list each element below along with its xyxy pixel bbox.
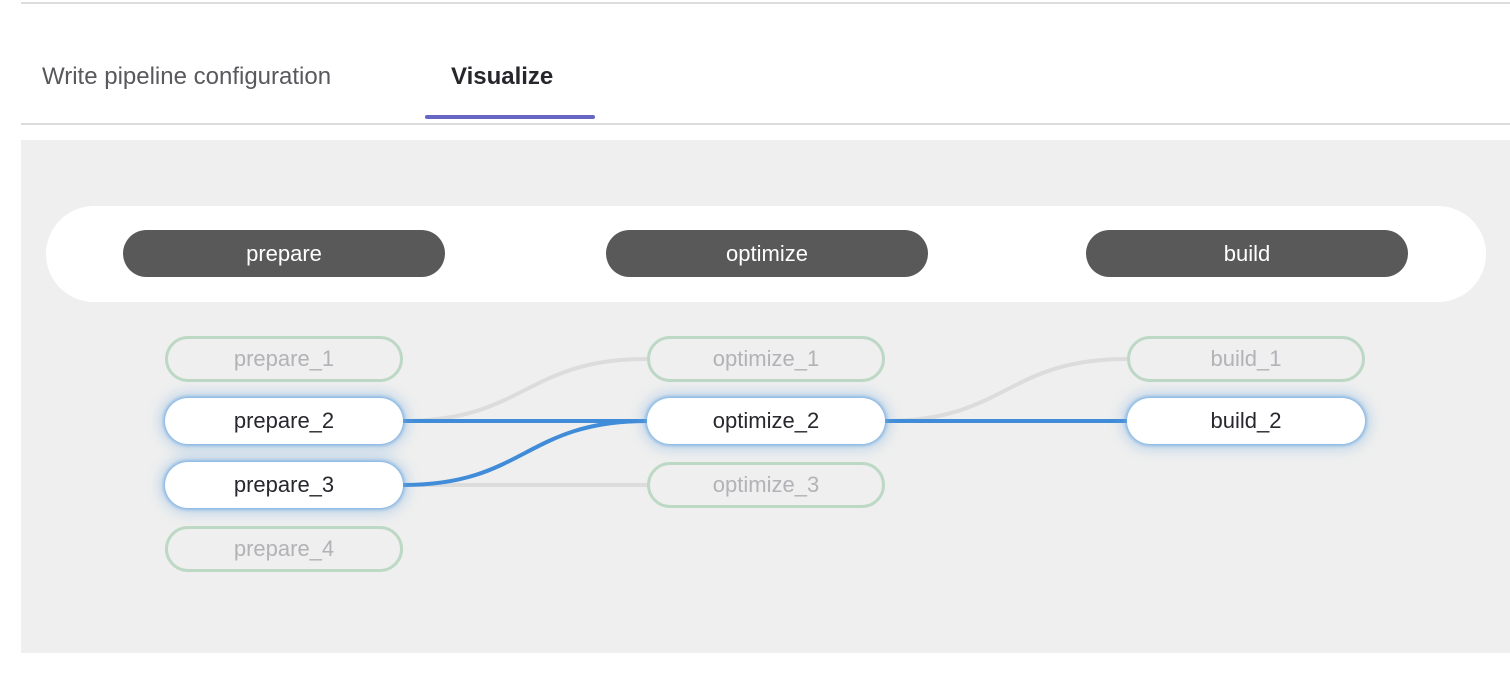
tabs-divider (21, 123, 1510, 125)
link-prepare_2-to-optimize_1 (402, 357, 648, 423)
stage-pill-prepare: prepare (123, 230, 445, 277)
stage-pill-build: build (1086, 230, 1408, 277)
job-pill-optimize_2[interactable]: optimize_2 (647, 398, 885, 444)
job-pill-prepare_3[interactable]: prepare_3 (165, 462, 403, 508)
top-divider (21, 2, 1510, 4)
tab-visualize[interactable]: Visualize (451, 63, 554, 90)
stage-pill-optimize: optimize (606, 230, 928, 277)
job-links-layer (402, 357, 1128, 487)
job-pill-build_2[interactable]: build_2 (1127, 398, 1365, 444)
job-pill-prepare_2[interactable]: prepare_2 (165, 398, 403, 444)
job-pill-optimize_1[interactable]: optimize_1 (647, 336, 885, 382)
link-prepare_3-to-optimize_2 (402, 419, 648, 487)
job-pill-prepare_1[interactable]: prepare_1 (165, 336, 403, 382)
job-pill-build_1[interactable]: build_1 (1127, 336, 1365, 382)
active-tab-indicator (425, 115, 595, 119)
tab-write-pipeline-configuration[interactable]: Write pipeline configuration (42, 63, 332, 90)
job-pill-optimize_3[interactable]: optimize_3 (647, 462, 885, 508)
link-optimize_2-to-build_1 (884, 357, 1128, 423)
job-pill-prepare_4[interactable]: prepare_4 (165, 526, 403, 572)
